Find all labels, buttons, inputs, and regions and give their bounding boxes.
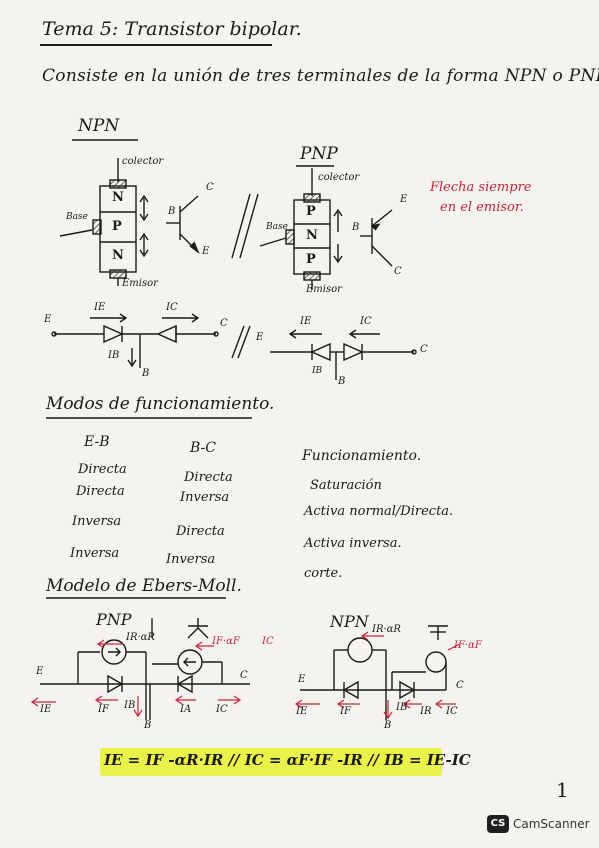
npn-base-lead xyxy=(59,229,93,237)
mode-row-1-bc: Directa xyxy=(184,470,233,485)
em-pnp-label: PNP xyxy=(96,610,132,629)
mode-row-2-bc: Inversa xyxy=(180,490,230,505)
em-pnp-ic-red: IC xyxy=(262,636,274,647)
pnp-sym-c: C xyxy=(394,266,402,277)
npn-base-label: Base xyxy=(66,212,88,222)
em-pnp-src: IF·αF xyxy=(212,636,240,647)
em-npn-ir: IR·αR xyxy=(372,624,401,635)
em-pnp-e: E xyxy=(36,666,44,677)
mode-row-3-bc: Directa xyxy=(176,524,225,539)
npn-emitter-label: Emisor xyxy=(122,278,158,289)
camscanner-text: CamScanner xyxy=(513,817,590,831)
ebers-moll-heading: Modelo de Ebers-Moll. xyxy=(46,576,242,596)
npn-layer-2: P xyxy=(112,219,122,234)
mode-row-1-func: Saturación xyxy=(310,478,382,493)
arrow-note-line-1: Flecha siempre xyxy=(430,180,532,195)
em-pnp-if: IF xyxy=(98,704,109,715)
npn-collector-label: colector xyxy=(122,156,164,167)
npn-sym-c: C xyxy=(206,182,214,193)
mode-row-2-func: Activa normal/Directa. xyxy=(304,504,454,519)
title-underline xyxy=(40,44,272,46)
em-pnp-b: B xyxy=(144,720,152,731)
mode-row-3-func: Activa inversa. xyxy=(304,536,402,551)
em-npn-ib: IB xyxy=(396,702,408,713)
npn-emitter-contact xyxy=(109,269,127,279)
intro-text: Consiste en la unión de tres terminales … xyxy=(42,66,599,86)
em-npn-src: IF·αF xyxy=(454,640,482,651)
pnp-heading: PNP xyxy=(300,144,338,164)
em-npn-label: NPN xyxy=(330,612,369,631)
em-npn-if: IF xyxy=(340,706,351,717)
modes-header-eb: E-B xyxy=(84,434,110,450)
modes-header-func: Funcionamiento. xyxy=(302,448,422,464)
mode-row-1-eb: Directa xyxy=(78,462,127,477)
diode-left-ib: IB xyxy=(108,350,120,361)
em-pnp-ia: IA xyxy=(180,704,192,715)
modes-header-bc: B-C xyxy=(190,440,216,456)
equation-highlight xyxy=(100,748,442,776)
equation: IE = IF -αR·IR // IC = αF·IF -IR // IB =… xyxy=(104,751,471,769)
npn-layer-1: N xyxy=(112,190,124,205)
em-pnp-ie: IE xyxy=(40,704,52,715)
diode-right-ic: IC xyxy=(360,316,372,327)
em-npn-ir2: IR xyxy=(420,706,432,717)
diode-left-e: E xyxy=(44,314,52,325)
diode-left-ie: IE xyxy=(94,302,106,313)
em-pnp-c: C xyxy=(240,670,248,681)
npn-heading: NPN xyxy=(78,116,120,136)
pnp-base-label: Base xyxy=(266,222,288,232)
pnp-layer-2: N xyxy=(306,228,318,243)
diode-right-ib: IB xyxy=(312,366,323,376)
mode-row-3-eb: Inversa xyxy=(72,514,122,529)
page-number: 1 xyxy=(556,778,569,802)
pnp-sym-b: B xyxy=(352,222,360,233)
em-npn-e: E xyxy=(298,674,306,685)
camscanner-logo: CS xyxy=(487,815,509,833)
pnp-collector-label: colector xyxy=(318,172,360,183)
diode-left-c: C xyxy=(220,318,228,329)
diode-right-b: B xyxy=(338,376,346,387)
diode-left-ic: IC xyxy=(166,302,178,313)
em-npn-ie: IE xyxy=(296,706,308,717)
npn-sym-b: B xyxy=(168,206,176,217)
npn-layer-3: N xyxy=(112,248,124,263)
diode-right-ie: IE xyxy=(300,316,312,327)
page-title: Tema 5: Transistor bipolar. xyxy=(42,18,302,40)
pnp-sym-e: E xyxy=(400,194,408,205)
em-npn-c: C xyxy=(456,680,464,691)
modes-heading: Modos de funcionamiento. xyxy=(46,394,275,414)
pnp-layer-1: P xyxy=(306,204,316,219)
diode-left-b: B xyxy=(142,368,150,379)
diode-right-e: E xyxy=(256,332,264,343)
mode-row-4-eb: Inversa xyxy=(70,546,120,561)
em-npn-ic: IC xyxy=(446,706,458,717)
npn-base-contact xyxy=(92,219,102,235)
em-npn-b: B xyxy=(384,720,392,731)
diode-right-c: C xyxy=(420,344,428,355)
em-pnp-ib: IB xyxy=(124,700,136,711)
pnp-emitter-label: Emisor xyxy=(306,284,342,295)
em-pnp-ic: IC xyxy=(216,704,228,715)
mode-row-4-bc: Inversa xyxy=(166,552,216,567)
em-pnp-ir: IR·αR xyxy=(126,632,155,643)
npn-sym-e: E xyxy=(202,246,210,257)
mode-row-4-func: corte. xyxy=(304,566,343,581)
mode-row-2-eb: Directa xyxy=(76,484,125,499)
arrow-note-line-2: en el emisor. xyxy=(440,200,524,215)
pnp-layer-3: P xyxy=(306,252,316,267)
